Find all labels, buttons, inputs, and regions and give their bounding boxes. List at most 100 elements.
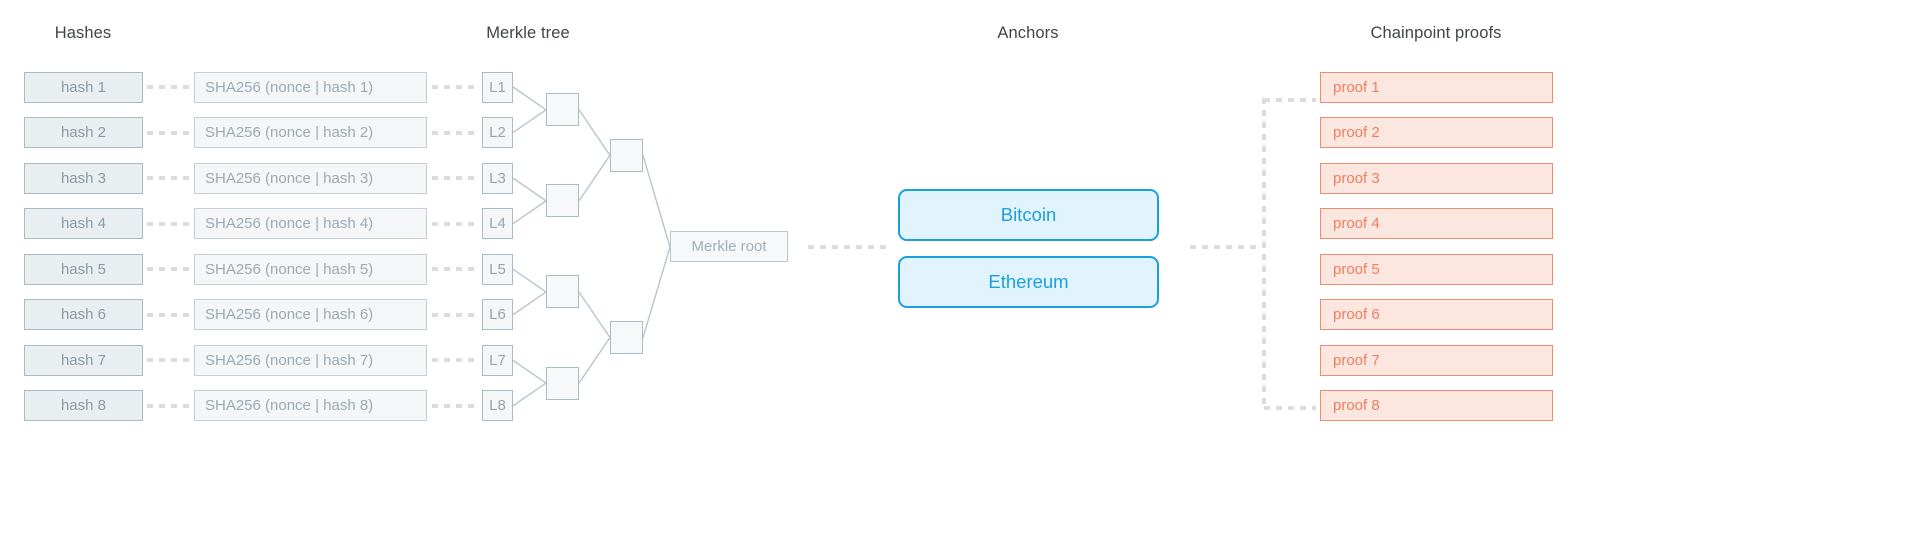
root-to-anchors-connector: [808, 245, 886, 249]
hash-function-box[interactable]: SHA256 (nonce | hash 5): [194, 253, 427, 285]
proof-box[interactable]: proof 4: [1320, 208, 1553, 240]
hash-function-label: SHA256 (nonce | hash 7): [205, 351, 374, 369]
hash-label: hash 2: [60, 124, 107, 142]
anchor-box[interactable]: Bitcoin: [898, 189, 1159, 241]
hash-box[interactable]: hash 1: [24, 71, 143, 103]
merkle-leaf-node[interactable]: L1: [482, 71, 513, 103]
hash-to-function-connector: [147, 85, 191, 89]
proof-box[interactable]: proof 6: [1320, 299, 1553, 331]
hash-to-function-connector: [147, 176, 191, 181]
hash-label: hash 5: [60, 260, 107, 278]
merkle-leaf-label: L5: [489, 260, 506, 278]
proofs-bracket-spine: [1262, 98, 1266, 410]
merkle-leaf-node[interactable]: L8: [482, 390, 513, 422]
merkle-leaf-node[interactable]: L5: [482, 253, 513, 285]
merkle-internal-node[interactable]: [546, 366, 579, 400]
proofs-bracket-bottom: [1264, 406, 1316, 410]
hash-box[interactable]: hash 2: [24, 117, 143, 149]
proof-box[interactable]: proof 7: [1320, 344, 1553, 376]
hash-to-function-connector: [147, 312, 191, 317]
merkle-internal-node[interactable]: [546, 93, 579, 127]
merkle-leaf-node[interactable]: L7: [482, 344, 513, 376]
hash-to-function-connector: [147, 267, 191, 272]
function-to-leaf-connector: [432, 221, 476, 226]
hash-to-function-connector: [147, 221, 191, 226]
proof-box[interactable]: proof 5: [1320, 253, 1553, 285]
hash-function-box[interactable]: SHA256 (nonce | hash 2): [194, 117, 427, 149]
hash-box[interactable]: hash 5: [24, 253, 143, 285]
hash-label: hash 1: [60, 78, 107, 96]
hash-function-box[interactable]: SHA256 (nonce | hash 8): [194, 390, 427, 422]
column-header: Chainpoint proofs: [1370, 24, 1502, 42]
hash-label: hash 7: [60, 351, 107, 369]
function-to-leaf-connector: [432, 267, 476, 272]
hash-function-box[interactable]: SHA256 (nonce | hash 6): [194, 299, 427, 331]
proof-label: proof 4: [1333, 215, 1380, 233]
hash-label: hash 8: [60, 397, 107, 415]
column-header: Hashes: [54, 24, 112, 42]
merkle-leaf-label: L7: [489, 351, 506, 369]
hash-function-label: SHA256 (nonce | hash 1): [205, 78, 374, 96]
column-header: Merkle tree: [486, 24, 570, 42]
merkle-internal-node[interactable]: [610, 321, 643, 355]
hash-label: hash 4: [60, 215, 107, 233]
hash-function-box[interactable]: SHA256 (nonce | hash 1): [194, 71, 427, 103]
anchor-label: Ethereum: [988, 271, 1069, 292]
hash-to-function-connector: [147, 358, 191, 363]
merkle-leaf-node[interactable]: L6: [482, 299, 513, 331]
function-to-leaf-connector: [432, 85, 476, 89]
hash-label: hash 6: [60, 306, 107, 324]
merkle-internal-node[interactable]: [610, 138, 643, 172]
proof-label: proof 2: [1333, 124, 1380, 142]
anchor-label: Bitcoin: [1000, 204, 1057, 225]
proof-box[interactable]: proof 1: [1320, 71, 1553, 103]
function-to-leaf-connector: [432, 176, 476, 181]
anchors-to-proofs-connector: [1190, 245, 1260, 249]
hash-box[interactable]: hash 4: [24, 208, 143, 240]
merkle-leaf-node[interactable]: L2: [482, 117, 513, 149]
hash-function-label: SHA256 (nonce | hash 8): [205, 397, 374, 415]
hash-function-label: SHA256 (nonce | hash 2): [205, 124, 374, 142]
merkle-leaf-node[interactable]: L3: [482, 162, 513, 194]
hash-box[interactable]: hash 6: [24, 299, 143, 331]
proof-box[interactable]: proof 8: [1320, 390, 1553, 422]
hash-box[interactable]: hash 7: [24, 344, 143, 376]
hash-function-box[interactable]: SHA256 (nonce | hash 3): [194, 162, 427, 194]
anchor-box[interactable]: Ethereum: [898, 256, 1159, 308]
hash-function-box[interactable]: SHA256 (nonce | hash 4): [194, 208, 427, 240]
proof-label: proof 8: [1333, 397, 1380, 415]
merkle-leaf-label: L3: [489, 169, 506, 187]
merkle-leaf-label: L8: [489, 397, 506, 415]
proof-label: proof 6: [1333, 306, 1380, 324]
merkle-leaf-label: L6: [489, 306, 506, 324]
hash-to-function-connector: [147, 130, 191, 135]
hash-box[interactable]: hash 8: [24, 390, 143, 422]
function-to-leaf-connector: [432, 130, 476, 135]
proofs-bracket-top: [1264, 98, 1316, 102]
merkle-root-label: Merkle root: [691, 238, 767, 255]
hash-label: hash 3: [60, 169, 107, 187]
function-to-leaf-connector: [432, 403, 476, 408]
merkle-root-box[interactable]: Merkle root: [670, 231, 788, 262]
function-to-leaf-connector: [432, 312, 476, 317]
proof-label: proof 3: [1333, 169, 1380, 187]
proof-label: proof 7: [1333, 351, 1380, 369]
proof-label: proof 1: [1333, 78, 1380, 96]
merkle-internal-node[interactable]: [546, 275, 579, 309]
proof-box[interactable]: proof 2: [1320, 117, 1553, 149]
hash-to-function-connector: [147, 403, 191, 408]
merkle-leaf-label: L4: [489, 215, 506, 233]
merkle-leaf-label: L1: [489, 78, 506, 96]
proof-label: proof 5: [1333, 260, 1380, 278]
merkle-leaf-node[interactable]: L4: [482, 208, 513, 240]
hash-function-label: SHA256 (nonce | hash 3): [205, 169, 374, 187]
merkle-leaf-label: L2: [489, 124, 506, 142]
function-to-leaf-connector: [432, 358, 476, 363]
proof-box[interactable]: proof 3: [1320, 162, 1553, 194]
hash-function-label: SHA256 (nonce | hash 5): [205, 260, 374, 278]
hash-function-box[interactable]: SHA256 (nonce | hash 7): [194, 344, 427, 376]
hash-function-label: SHA256 (nonce | hash 4): [205, 215, 374, 233]
hash-box[interactable]: hash 3: [24, 162, 143, 194]
merkle-internal-node[interactable]: [546, 184, 579, 218]
